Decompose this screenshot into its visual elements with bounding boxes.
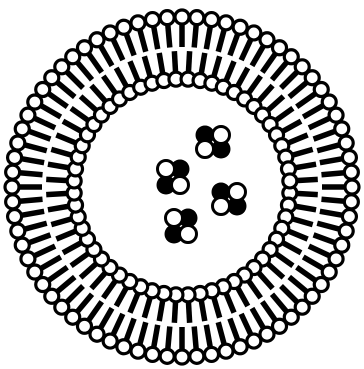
lipid-head <box>190 11 204 25</box>
atom-light <box>180 226 197 243</box>
lipid-head <box>339 224 353 238</box>
lipid-head <box>160 349 174 363</box>
lipid-head <box>329 108 343 122</box>
atom-light <box>213 127 230 144</box>
lipid-head <box>335 238 349 252</box>
lipid-head <box>344 165 358 179</box>
atom-light <box>213 198 230 215</box>
atom-light <box>158 161 175 178</box>
lipid-head <box>6 165 20 179</box>
lipid-head <box>219 344 233 358</box>
lipid-head <box>131 344 145 358</box>
lipid-head <box>344 195 358 209</box>
lipid-head <box>8 210 22 224</box>
lipid-head <box>117 340 131 354</box>
lipid-head <box>103 26 117 40</box>
lipid-head <box>145 13 159 27</box>
atom-light <box>229 184 246 201</box>
lipid-head <box>117 20 131 34</box>
lipid-head <box>205 347 219 361</box>
atom-light <box>172 177 189 194</box>
lipid-head <box>335 122 349 136</box>
lipid-head <box>11 136 25 150</box>
atom-light <box>197 141 214 158</box>
lipid-head <box>145 347 159 361</box>
lipid-head <box>21 252 35 266</box>
lipid-head <box>342 210 356 224</box>
lipid-head <box>11 224 25 238</box>
lipid-head <box>160 11 174 25</box>
lipid-head <box>205 13 219 27</box>
lipid-head <box>219 16 233 30</box>
lipid-head <box>233 20 247 34</box>
lipid-head <box>175 350 189 364</box>
lipid-head <box>283 174 297 188</box>
lipid-head <box>233 340 247 354</box>
lipid-head <box>5 180 19 194</box>
lipid-head <box>15 122 29 136</box>
lipid-head <box>15 238 29 252</box>
lipid-head <box>131 16 145 30</box>
lipid-head <box>345 180 359 194</box>
lipid-head <box>8 150 22 164</box>
lipid-head <box>175 10 189 24</box>
lipid-head <box>342 150 356 164</box>
lipid-head <box>247 334 261 348</box>
atom-light <box>166 210 183 227</box>
lipid-head <box>339 136 353 150</box>
lipid-head <box>6 195 20 209</box>
lipid-head <box>190 349 204 363</box>
